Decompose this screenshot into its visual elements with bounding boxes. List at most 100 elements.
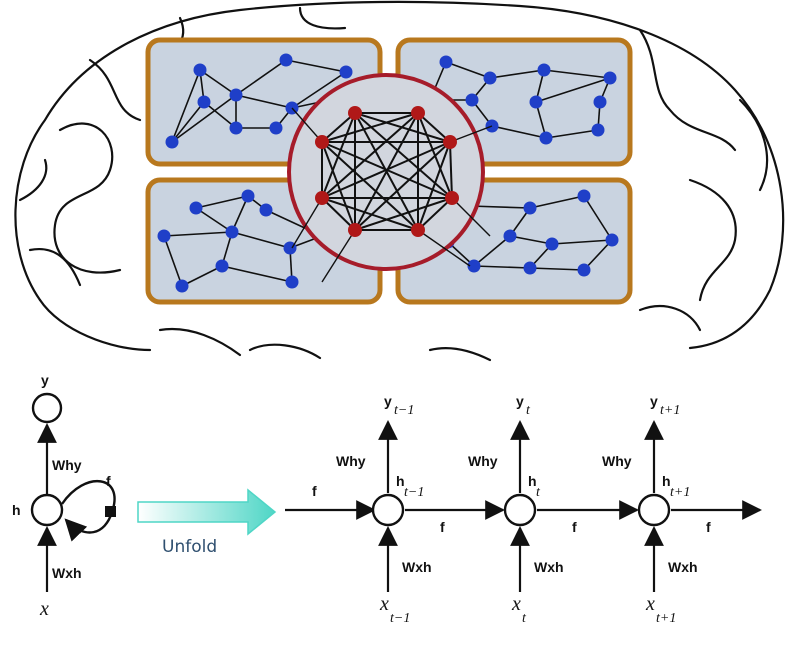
network-node	[523, 261, 537, 275]
network-edge	[285, 59, 347, 73]
network-edge	[199, 69, 237, 96]
brain-outer-contour	[14, 0, 785, 350]
network-node	[339, 65, 353, 79]
unrolled-hidden-subscript: t	[536, 485, 541, 500]
network-node	[165, 135, 179, 149]
network-edge	[163, 231, 233, 237]
unrolled-hidden-node	[371, 493, 405, 527]
network-edge	[231, 231, 291, 249]
network-node	[467, 259, 481, 273]
network-node	[215, 259, 229, 273]
core-edge	[321, 141, 453, 199]
core-node	[411, 223, 425, 237]
brain-fold	[38, 298, 152, 352]
brain-fold	[248, 343, 322, 360]
unrolled-input-subscript: t+1	[656, 611, 676, 626]
unrolled-wxh-label: Wxh	[534, 559, 564, 575]
core-edge	[354, 141, 451, 231]
unrolled-input-label: x	[511, 593, 521, 615]
folded-input-label: x	[39, 598, 49, 620]
folded-wxh-label: Wxh	[52, 565, 82, 581]
network-node	[193, 63, 207, 77]
core-node	[315, 191, 329, 205]
core-spoke	[291, 107, 323, 143]
network-node	[529, 95, 543, 109]
network-edge	[195, 207, 233, 233]
core-node	[348, 223, 362, 237]
unrolled-f-label: f	[572, 519, 577, 535]
network-node	[537, 63, 551, 77]
network-edge	[509, 235, 553, 245]
network-node	[285, 275, 299, 289]
network-node	[577, 263, 591, 277]
brain-fold	[688, 178, 737, 302]
network-node	[225, 225, 239, 239]
core-edge	[321, 141, 356, 231]
core-edge	[449, 141, 453, 199]
brain-fold	[88, 58, 142, 122]
unrolled-hidden-label: h	[662, 473, 671, 489]
folded-hidden-node	[30, 493, 64, 527]
unrolled-output-subscript: t	[526, 403, 531, 418]
network-edge	[473, 235, 511, 267]
unrolled-f-label: f	[706, 519, 711, 535]
network-node	[229, 121, 243, 135]
unrolled-wxh-label: Wxh	[402, 559, 432, 575]
network-node	[175, 279, 189, 293]
unfold-arrow-shape	[137, 488, 277, 536]
unrolled-hidden-subscript: t+1	[670, 485, 690, 500]
network-node	[605, 233, 619, 247]
unrolled-input-subscript: t−1	[390, 611, 410, 626]
network-edge	[221, 265, 293, 283]
brain-outline	[14, 0, 785, 362]
unrolled-wxh-label: Wxh	[668, 559, 698, 575]
network-node	[279, 53, 293, 67]
unrolled-output-label: y	[650, 393, 658, 409]
core-spoke	[291, 197, 323, 249]
core-node	[411, 106, 425, 120]
core-node	[348, 106, 362, 120]
network-node	[189, 201, 203, 215]
core-node	[445, 191, 459, 205]
network-edge	[171, 101, 205, 143]
network-node	[603, 71, 617, 85]
brain-fold	[18, 158, 48, 202]
network-node	[539, 131, 553, 145]
core-node	[443, 135, 457, 149]
core-edge	[354, 112, 419, 231]
unrolled-hidden-label: h	[396, 473, 405, 489]
core-edge	[321, 197, 419, 231]
network-edge	[181, 265, 223, 287]
network-node	[593, 95, 607, 109]
core-edge	[354, 197, 453, 231]
folded-delay-square	[105, 506, 116, 517]
brain-fold	[428, 346, 492, 362]
folded-output-node	[31, 392, 63, 424]
unrolled-hidden-node	[503, 493, 537, 527]
core-spoke	[449, 125, 493, 143]
network-edge	[529, 267, 585, 271]
core-spoke	[321, 229, 356, 283]
folded-hidden-label: h	[12, 502, 21, 518]
network-edge	[231, 195, 249, 233]
unfold-label: Unfold	[162, 537, 217, 557]
network-node	[503, 229, 517, 243]
network-node	[259, 203, 273, 217]
folded-why-label: Why	[52, 457, 82, 473]
core-node	[315, 135, 329, 149]
core-edge	[321, 112, 356, 199]
core-edge	[321, 112, 356, 143]
central-core	[287, 73, 493, 283]
network-node	[577, 189, 591, 203]
core-edge	[417, 141, 451, 231]
brain-fold	[638, 28, 737, 152]
brain-fold	[738, 98, 769, 192]
unrolled-why-label: Why	[336, 453, 366, 469]
core-edge	[321, 112, 419, 143]
network-edge	[469, 205, 531, 209]
unrolled-hidden-node	[637, 493, 671, 527]
network-edge	[203, 101, 237, 129]
unrolled-f-label: f	[440, 519, 445, 535]
